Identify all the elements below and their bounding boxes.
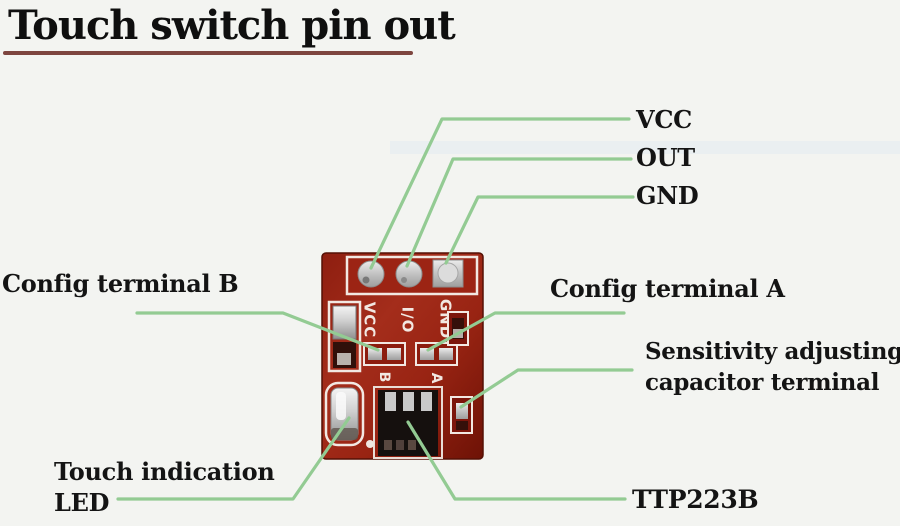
jumper-a-pad-left xyxy=(420,348,434,360)
label-sensitivity: Sensitivity adjusting capacitor terminal xyxy=(645,336,900,398)
led-highlight xyxy=(336,392,346,420)
chip-leg-2 xyxy=(403,392,414,411)
gnd-pad-hole xyxy=(437,262,459,284)
label-config-terminal-a: Config terminal A xyxy=(550,274,785,303)
config-b-leader-line xyxy=(135,311,380,352)
label-vcc: VCC xyxy=(636,105,692,134)
silkscreen-a: A xyxy=(428,373,444,384)
vcc-leader-line xyxy=(369,117,631,270)
capacitor-pad-bright xyxy=(337,353,351,365)
label-out: OUT xyxy=(636,143,695,172)
out-pad-dot xyxy=(401,277,407,283)
label-touch-led-line2: LED xyxy=(54,488,110,517)
sensitivity-pad-bright xyxy=(456,403,468,419)
page-title: Touch switch pin out xyxy=(8,2,456,49)
silkscreen-dot xyxy=(366,440,374,448)
label-touch-led: Touch indication LED xyxy=(54,456,275,518)
config-a-leader-line xyxy=(426,311,626,352)
chip-leg-1 xyxy=(385,392,396,411)
silkscreen-vcc: VCC xyxy=(361,302,379,339)
capacitor-outline xyxy=(327,300,362,373)
silkscreen-io: I/O xyxy=(399,307,417,334)
led-outline xyxy=(324,381,365,447)
label-sensitivity-line2: capacitor terminal xyxy=(645,369,880,396)
jumper-a-pad-right xyxy=(439,348,453,360)
capacitor-body xyxy=(332,305,357,340)
label-sensitivity-line1: Sensitivity adjusting xyxy=(645,338,900,365)
chip-marking-2 xyxy=(396,440,404,450)
chip-marking-1 xyxy=(384,440,392,450)
chip-marking-3 xyxy=(408,440,416,450)
gnd-leader-line xyxy=(444,195,635,265)
label-ttp223b: TTP223B xyxy=(632,485,759,514)
chip-leader-line xyxy=(406,420,627,501)
label-touch-led-line1: Touch indication xyxy=(54,457,275,486)
jumper-b-pad-right xyxy=(387,348,401,360)
label-config-terminal-b: Config terminal B xyxy=(2,269,239,298)
label-gnd: GND xyxy=(636,181,699,210)
silkscreen-b: B xyxy=(376,372,392,383)
out-leader-line xyxy=(405,157,633,268)
photo-band xyxy=(390,141,900,154)
title-underline xyxy=(3,51,413,55)
vcc-pad-dot xyxy=(362,276,370,284)
sensitivity-pad-dark xyxy=(456,421,468,430)
sensitivity-leader-line xyxy=(459,368,634,409)
chip-outline xyxy=(373,386,443,459)
led-leader-line xyxy=(116,416,351,501)
touch-switch-module: VCC I/O GND B A xyxy=(321,252,484,460)
chip-leg-3 xyxy=(421,392,432,411)
leader-lines xyxy=(116,117,635,501)
